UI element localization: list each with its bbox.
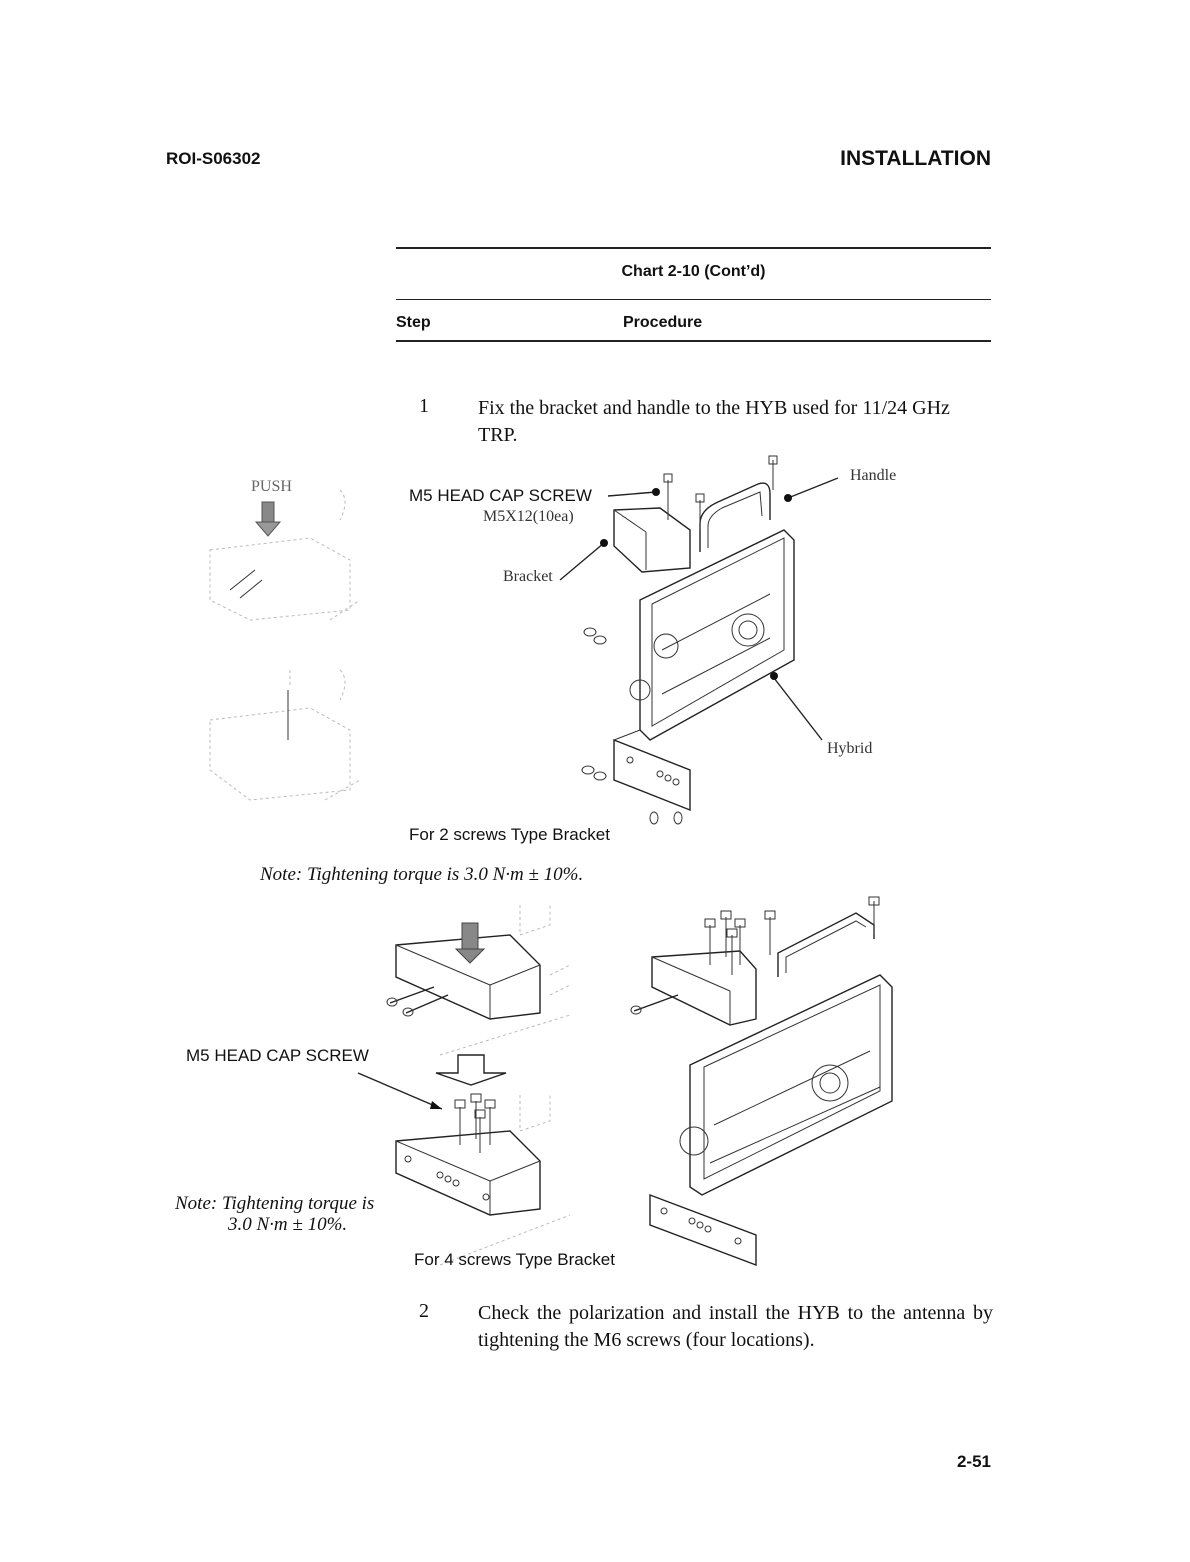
figure2-note-line1: Note: Tightening torque is: [175, 1193, 375, 1214]
four-screw-assembly-illustration: [630, 896, 893, 1267]
section-title: INSTALLATION: [840, 147, 991, 170]
screw-label: M5 HEAD CAP SCREW: [409, 486, 592, 505]
table-top-rule: [396, 247, 991, 249]
hybrid-label: Hybrid: [827, 740, 873, 757]
figure2-note-line2: 3.0 N·m ± 10%.: [228, 1214, 348, 1235]
page-number: 2-51: [956, 1452, 991, 1471]
handle-label: Handle: [850, 467, 897, 484]
hybrid-bracket-assembly-illustration: [559, 455, 839, 825]
figure2-caption: For 4 screws Type Bracket: [414, 1250, 615, 1269]
bracket-label: Bracket: [503, 568, 553, 585]
column-step: Step: [396, 314, 431, 331]
screw-spec-label: M5X12(10ea): [483, 508, 574, 525]
table-header-bottom-rule: [396, 340, 991, 342]
push-label: PUSH: [251, 478, 292, 495]
table-mid-rule: [396, 299, 991, 300]
push-detail-illustration: [209, 489, 361, 801]
step-1-text: Fix the bracket and handle to the HYB us…: [478, 397, 950, 446]
document-id: ROI-S06302: [166, 149, 261, 168]
step-2-text: Check the polarization and install the H…: [478, 1302, 993, 1351]
step-1-number: 1: [419, 395, 429, 417]
four-screw-bracket-detail-illustration: [357, 905, 571, 1266]
step-2-number: 2: [419, 1300, 429, 1322]
column-procedure: Procedure: [623, 314, 703, 331]
figure1-caption: For 2 screws Type Bracket: [409, 825, 610, 844]
figure1-note: Note: Tightening torque is 3.0 N·m ± 10%…: [260, 864, 584, 885]
figure2-screw-label: M5 HEAD CAP SCREW: [186, 1046, 369, 1065]
chart-title: Chart 2-10 (Cont’d): [621, 263, 766, 280]
